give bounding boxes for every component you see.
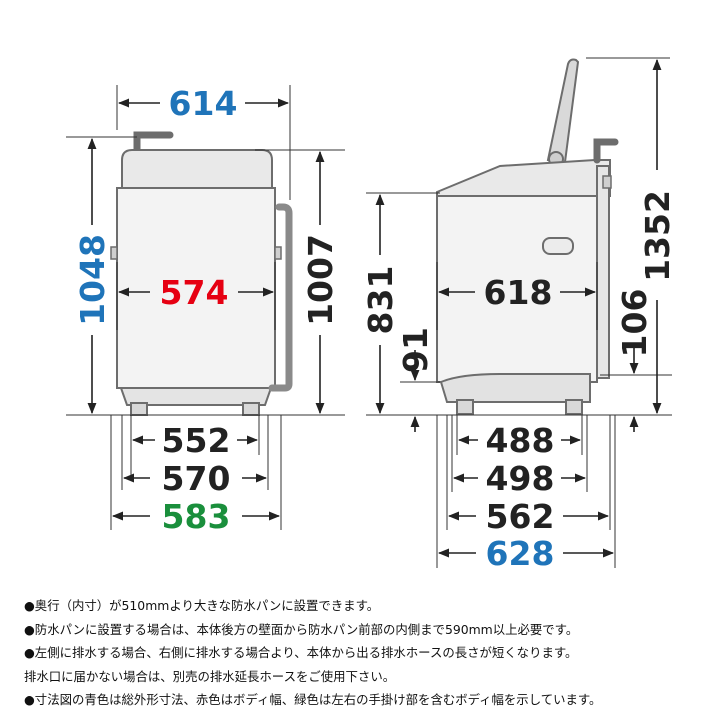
side-extension-lines [366,57,672,568]
dim-front-width-total: 614 [169,84,238,123]
dim-side-body-depth: 618 [484,273,553,312]
dim-front-feet-inner: 552 [162,421,231,460]
dim-side-drain-height-right: 106 [615,289,654,358]
dim-front-width-with-handles: 583 [162,497,231,536]
dim-front-body-width: 574 [160,273,229,312]
front-extension-lines [66,85,345,530]
dim-front-feet-outer: 570 [162,459,231,498]
note-line: ●防水パンに設置する場合は、本体後方の壁面から防水パン前部の内側まで590mm以… [24,621,579,637]
note-line: ●奥行（内寸）が510mmより大きな防水パンに設置できます。 [24,598,380,613]
dim-side-drain-height-left: 91 [396,327,435,373]
dim-front-height-total: 1048 [73,234,112,326]
dim-side-feet-inner: 488 [486,421,555,460]
dim-side-base-depth: 562 [486,497,555,536]
dim-side-height-lid-open: 1352 [638,190,677,282]
side-view-washer [436,58,619,415]
note-line: ●左側に排水する場合、右側に排水する場合より、本体から出る排水ホースの長さが短く… [24,645,578,661]
dim-side-depth-total: 628 [486,534,555,573]
note-line: 排水口に届かない場合は、別売の排水延長ホースをご使用下さい。 [24,668,396,684]
front-dimension-arrows [87,98,325,521]
dim-side-height-body: 831 [361,266,400,335]
dim-front-height-body: 1007 [301,234,340,326]
installation-notes: ●奥行（内寸）が510mmより大きな防水パンに設置できます。 ●防水パンに設置す… [24,594,714,712]
front-view-washer [110,131,293,416]
side-dimension-arrows [375,58,662,558]
dim-side-feet-outer: 498 [486,459,555,498]
note-line: ●寸法図の青色は総外形寸法、赤色はボディ幅、緑色は左右の手掛け部を含むボディ幅を… [24,692,602,708]
